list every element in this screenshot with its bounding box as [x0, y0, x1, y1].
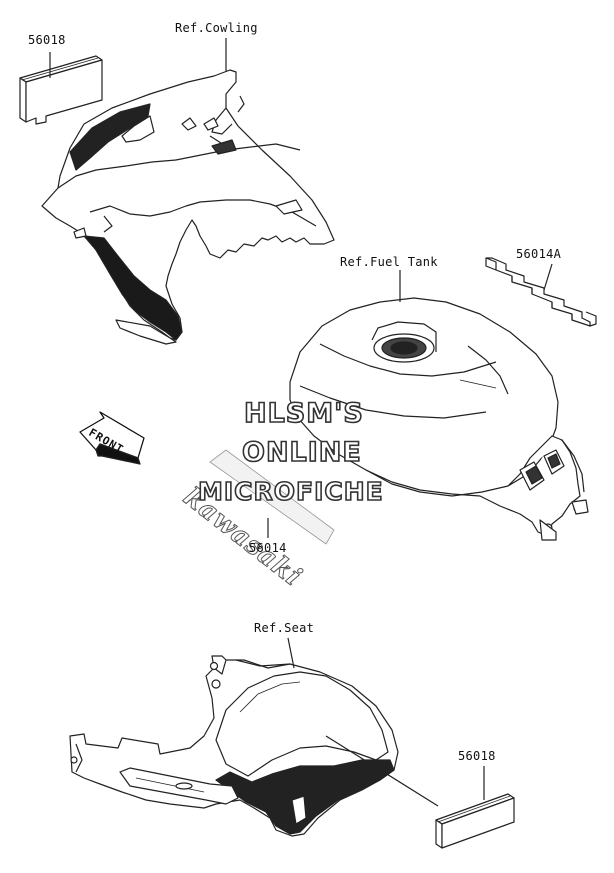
leader-56014A [543, 263, 553, 291]
label-56014A: 56014A [516, 247, 562, 261]
decal-56014A [485, 257, 597, 327]
cowling-part [41, 69, 335, 345]
fuel-tank-part [289, 297, 589, 541]
seat-cowl-part [69, 655, 399, 837]
leader-56018-bottom-to-seat [325, 735, 439, 807]
label-ref-seat: Ref.Seat [254, 621, 315, 635]
watermark-line-2: ONLINE [241, 436, 362, 469]
label-ref-cowling: Ref.Cowling [175, 21, 258, 35]
label-56018-top: 56018 [28, 33, 66, 47]
label-56014: 56014 [249, 541, 287, 555]
watermark-line-3: MICROFICHE [197, 476, 384, 507]
decal-56018-top [19, 55, 103, 125]
front-arrow [79, 411, 145, 465]
watermark-line-1: HLSM'S [243, 397, 364, 430]
label-56018-bottom: 56018 [458, 749, 496, 763]
decal-56018-bottom [435, 793, 515, 849]
kawasaki-emblem-part [209, 449, 335, 545]
leader-seat [287, 637, 295, 669]
label-ref-fuel-tank: Ref.Fuel Tank [340, 255, 438, 269]
